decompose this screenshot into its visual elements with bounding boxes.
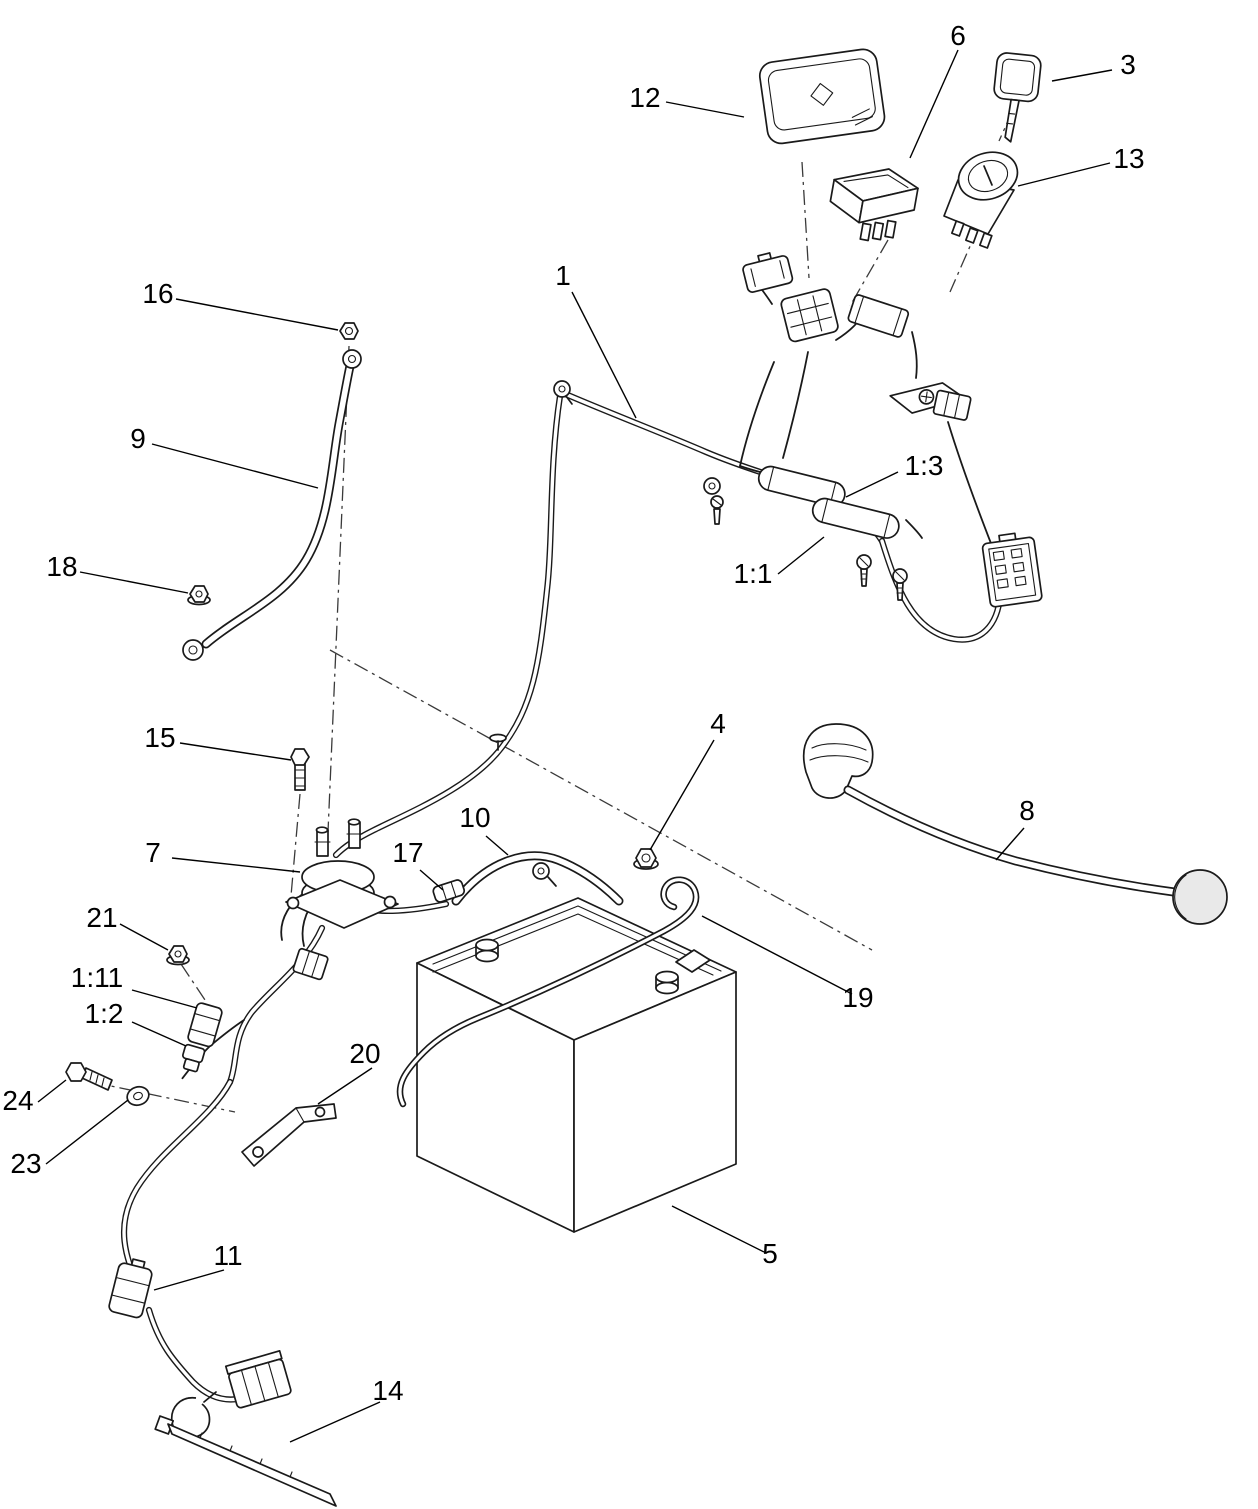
flange-nut-16 — [339, 322, 359, 340]
interlock-switch — [829, 168, 919, 242]
callout-18: 18 — [46, 551, 189, 594]
callout-1-11: 1:11 — [71, 962, 198, 1009]
fuse-holder-1-11 — [187, 1002, 223, 1048]
battery-terminal-positive — [655, 949, 711, 995]
screw — [710, 495, 724, 525]
callout-13: 13 — [1017, 143, 1145, 187]
mounting-bracket-20 — [241, 1103, 337, 1167]
svg-text:20: 20 — [349, 1038, 380, 1069]
cable-connector-17 — [432, 879, 466, 903]
svg-text:1:1: 1:1 — [734, 558, 773, 589]
battery — [416, 897, 737, 1233]
hex-bolt-15 — [290, 748, 310, 791]
callout-9: 9 — [130, 423, 319, 489]
ignition-key — [993, 52, 1042, 143]
callout-6: 6 — [909, 20, 966, 159]
svg-text:1: 1 — [555, 260, 571, 291]
svg-text:19: 19 — [842, 982, 873, 1013]
connector-side — [932, 389, 972, 421]
callout-10: 10 — [459, 802, 509, 856]
callout-24: 24 — [2, 1079, 67, 1116]
callout-3: 3 — [1051, 49, 1136, 82]
svg-text:1:2: 1:2 — [85, 998, 124, 1029]
ring-terminal — [182, 639, 204, 661]
solenoid-connector — [292, 947, 329, 981]
grommet — [489, 733, 507, 751]
callout-8: 8 — [995, 795, 1035, 861]
svg-text:21: 21 — [86, 902, 117, 933]
callout-21: 21 — [86, 902, 169, 951]
callout-19: 19 — [701, 915, 874, 1013]
harness-clamp — [703, 477, 721, 495]
svg-text:15: 15 — [144, 722, 175, 753]
callout-17: 17 — [392, 837, 444, 891]
svg-text:18: 18 — [46, 551, 77, 582]
callout-7: 7 — [145, 837, 301, 873]
connector-cluster — [489, 252, 1043, 751]
terminal-boot — [802, 723, 874, 799]
battery-terminal-negative — [475, 938, 499, 963]
connector-1-2 — [181, 1043, 206, 1080]
svg-text:24: 24 — [2, 1085, 33, 1116]
harness-sleeve — [847, 294, 910, 338]
svg-text:23: 23 — [10, 1148, 41, 1179]
flange-nut-21 — [166, 945, 190, 966]
svg-text:7: 7 — [145, 837, 161, 868]
svg-text:1:3: 1:3 — [905, 450, 944, 481]
connector-main — [780, 288, 839, 343]
callout-1-1: 1:1 — [734, 536, 825, 589]
callout-1-2: 1:2 — [85, 998, 187, 1047]
callout-1-3: 1:3 — [845, 450, 944, 498]
cable-tie-assembly — [154, 1350, 337, 1507]
hex-bolt-24 — [65, 1062, 113, 1091]
cover-module — [758, 48, 886, 145]
inline-connector-11 — [108, 1258, 153, 1319]
callouts: 12 6 3 13 1 16 9 1:3 — [2, 20, 1145, 1443]
svg-text:5: 5 — [762, 1238, 778, 1269]
ignition-switch — [943, 151, 1019, 249]
callout-4: 4 — [649, 708, 726, 851]
p-clamp — [532, 862, 557, 887]
callout-14: 14 — [289, 1375, 404, 1443]
callout-15: 15 — [144, 722, 292, 761]
svg-text:8: 8 — [1019, 795, 1035, 826]
svg-text:13: 13 — [1113, 143, 1144, 174]
inline-fuse-assembly — [757, 465, 900, 539]
svg-text:4: 4 — [710, 708, 726, 739]
flange-nut-18 — [187, 585, 211, 606]
callout-23: 23 — [10, 1099, 129, 1179]
tie-strap — [167, 1423, 337, 1507]
solenoid — [285, 818, 399, 981]
svg-text:1:11: 1:11 — [71, 962, 123, 993]
callout-20: 20 — [317, 1038, 381, 1105]
svg-text:12: 12 — [629, 82, 660, 113]
svg-text:17: 17 — [392, 837, 423, 868]
svg-text:16: 16 — [142, 278, 173, 309]
callout-5: 5 — [671, 1205, 778, 1269]
screw — [856, 554, 872, 587]
cable-end-cap — [1172, 869, 1228, 925]
connector-small — [742, 252, 794, 293]
svg-text:6: 6 — [950, 20, 966, 51]
washer-23 — [126, 1085, 150, 1107]
callout-16: 16 — [142, 278, 339, 331]
svg-text:3: 3 — [1120, 49, 1136, 80]
relay-socket — [981, 532, 1043, 608]
callout-12: 12 — [629, 82, 745, 118]
starter-cable — [432, 856, 619, 903]
harness-clamp — [553, 380, 573, 405]
cable-eyelet — [342, 349, 362, 369]
callout-1: 1 — [555, 260, 637, 419]
svg-text:11: 11 — [213, 1240, 242, 1271]
svg-text:9: 9 — [130, 423, 146, 454]
harness-connector — [224, 1350, 292, 1409]
screw — [892, 568, 908, 601]
ground-cable — [182, 349, 362, 661]
svg-text:14: 14 — [372, 1375, 403, 1406]
callout-11: 11 — [153, 1240, 243, 1291]
positive-battery-cable — [802, 723, 1228, 925]
svg-text:10: 10 — [459, 802, 490, 833]
